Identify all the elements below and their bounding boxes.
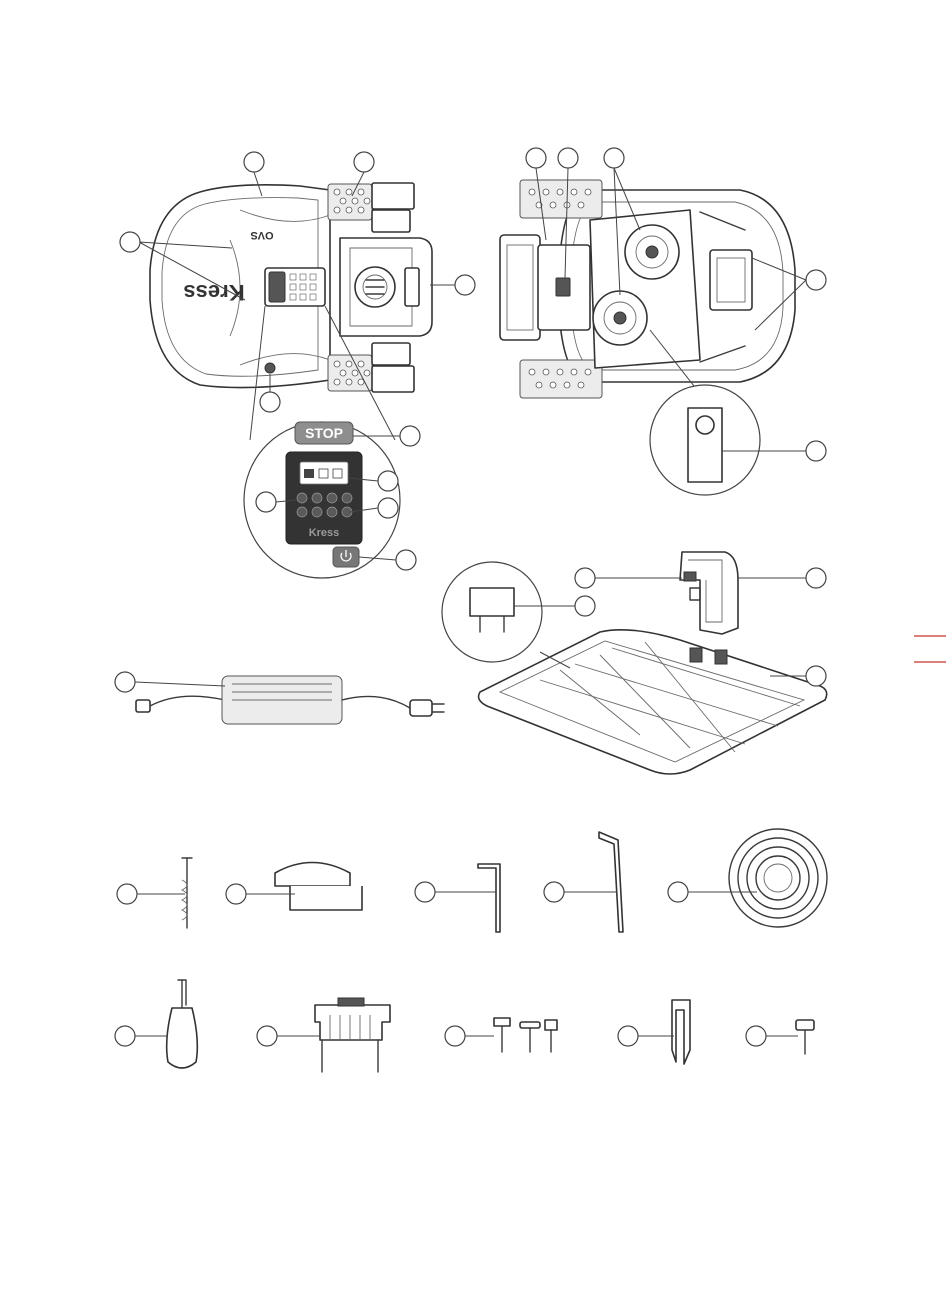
ground-peg-screw: [182, 858, 192, 928]
track-rear-right: [520, 360, 602, 398]
screws: [494, 1018, 557, 1052]
callout: [117, 884, 137, 904]
mower-top-view: Kress OVS: [150, 183, 432, 392]
callout: [806, 441, 826, 461]
clip: [470, 588, 514, 616]
screwdriver: [167, 980, 198, 1068]
ground-peg: [672, 1000, 690, 1064]
callout: [575, 568, 595, 588]
mower-model-badge: OVS: [250, 229, 273, 241]
callout: [378, 498, 398, 518]
power-supply: [136, 676, 444, 724]
margin-marks: [914, 636, 946, 662]
callout: [115, 1026, 135, 1046]
callout: [260, 392, 280, 412]
callout: [415, 882, 435, 902]
callout: [604, 148, 624, 168]
power-plug: [410, 700, 432, 716]
single-screw: [796, 1020, 814, 1054]
callout: [668, 882, 688, 902]
callout: [575, 596, 595, 616]
callout: [445, 1026, 465, 1046]
callout: [544, 882, 564, 902]
callout: [378, 471, 398, 491]
callout: [526, 148, 546, 168]
panel-brand-logo: Kress: [309, 527, 340, 539]
callout: [806, 568, 826, 588]
callout: [400, 426, 420, 446]
callout: [354, 152, 374, 172]
callout: [120, 232, 140, 252]
callout: [244, 152, 264, 172]
callout: [746, 1026, 766, 1046]
callout: [455, 275, 475, 295]
grid-connector: [315, 998, 390, 1072]
mower-bottom-view: [500, 180, 795, 398]
callout: [558, 148, 578, 168]
rear-module: [500, 235, 540, 340]
callout: [256, 492, 276, 512]
callout: [115, 672, 135, 692]
track-rear-left: [520, 180, 602, 218]
accessories-row-1: [182, 829, 827, 932]
antenna-cap: [275, 863, 362, 911]
base-plate: [442, 562, 827, 774]
hex-key-small: [478, 864, 500, 932]
rain-sensor: [265, 363, 275, 373]
callout: [806, 270, 826, 290]
mower-brand-logo: Kress: [183, 280, 244, 305]
callout: [396, 550, 416, 570]
dc-connector: [136, 700, 150, 712]
wire-coil: [729, 829, 827, 927]
charging-station: [680, 552, 738, 634]
hex-key-large: [599, 832, 623, 932]
callout: [226, 884, 246, 904]
stop-button-label: STOP: [305, 425, 343, 441]
callout: [806, 666, 826, 686]
callout: [257, 1026, 277, 1046]
callout: [618, 1026, 638, 1046]
